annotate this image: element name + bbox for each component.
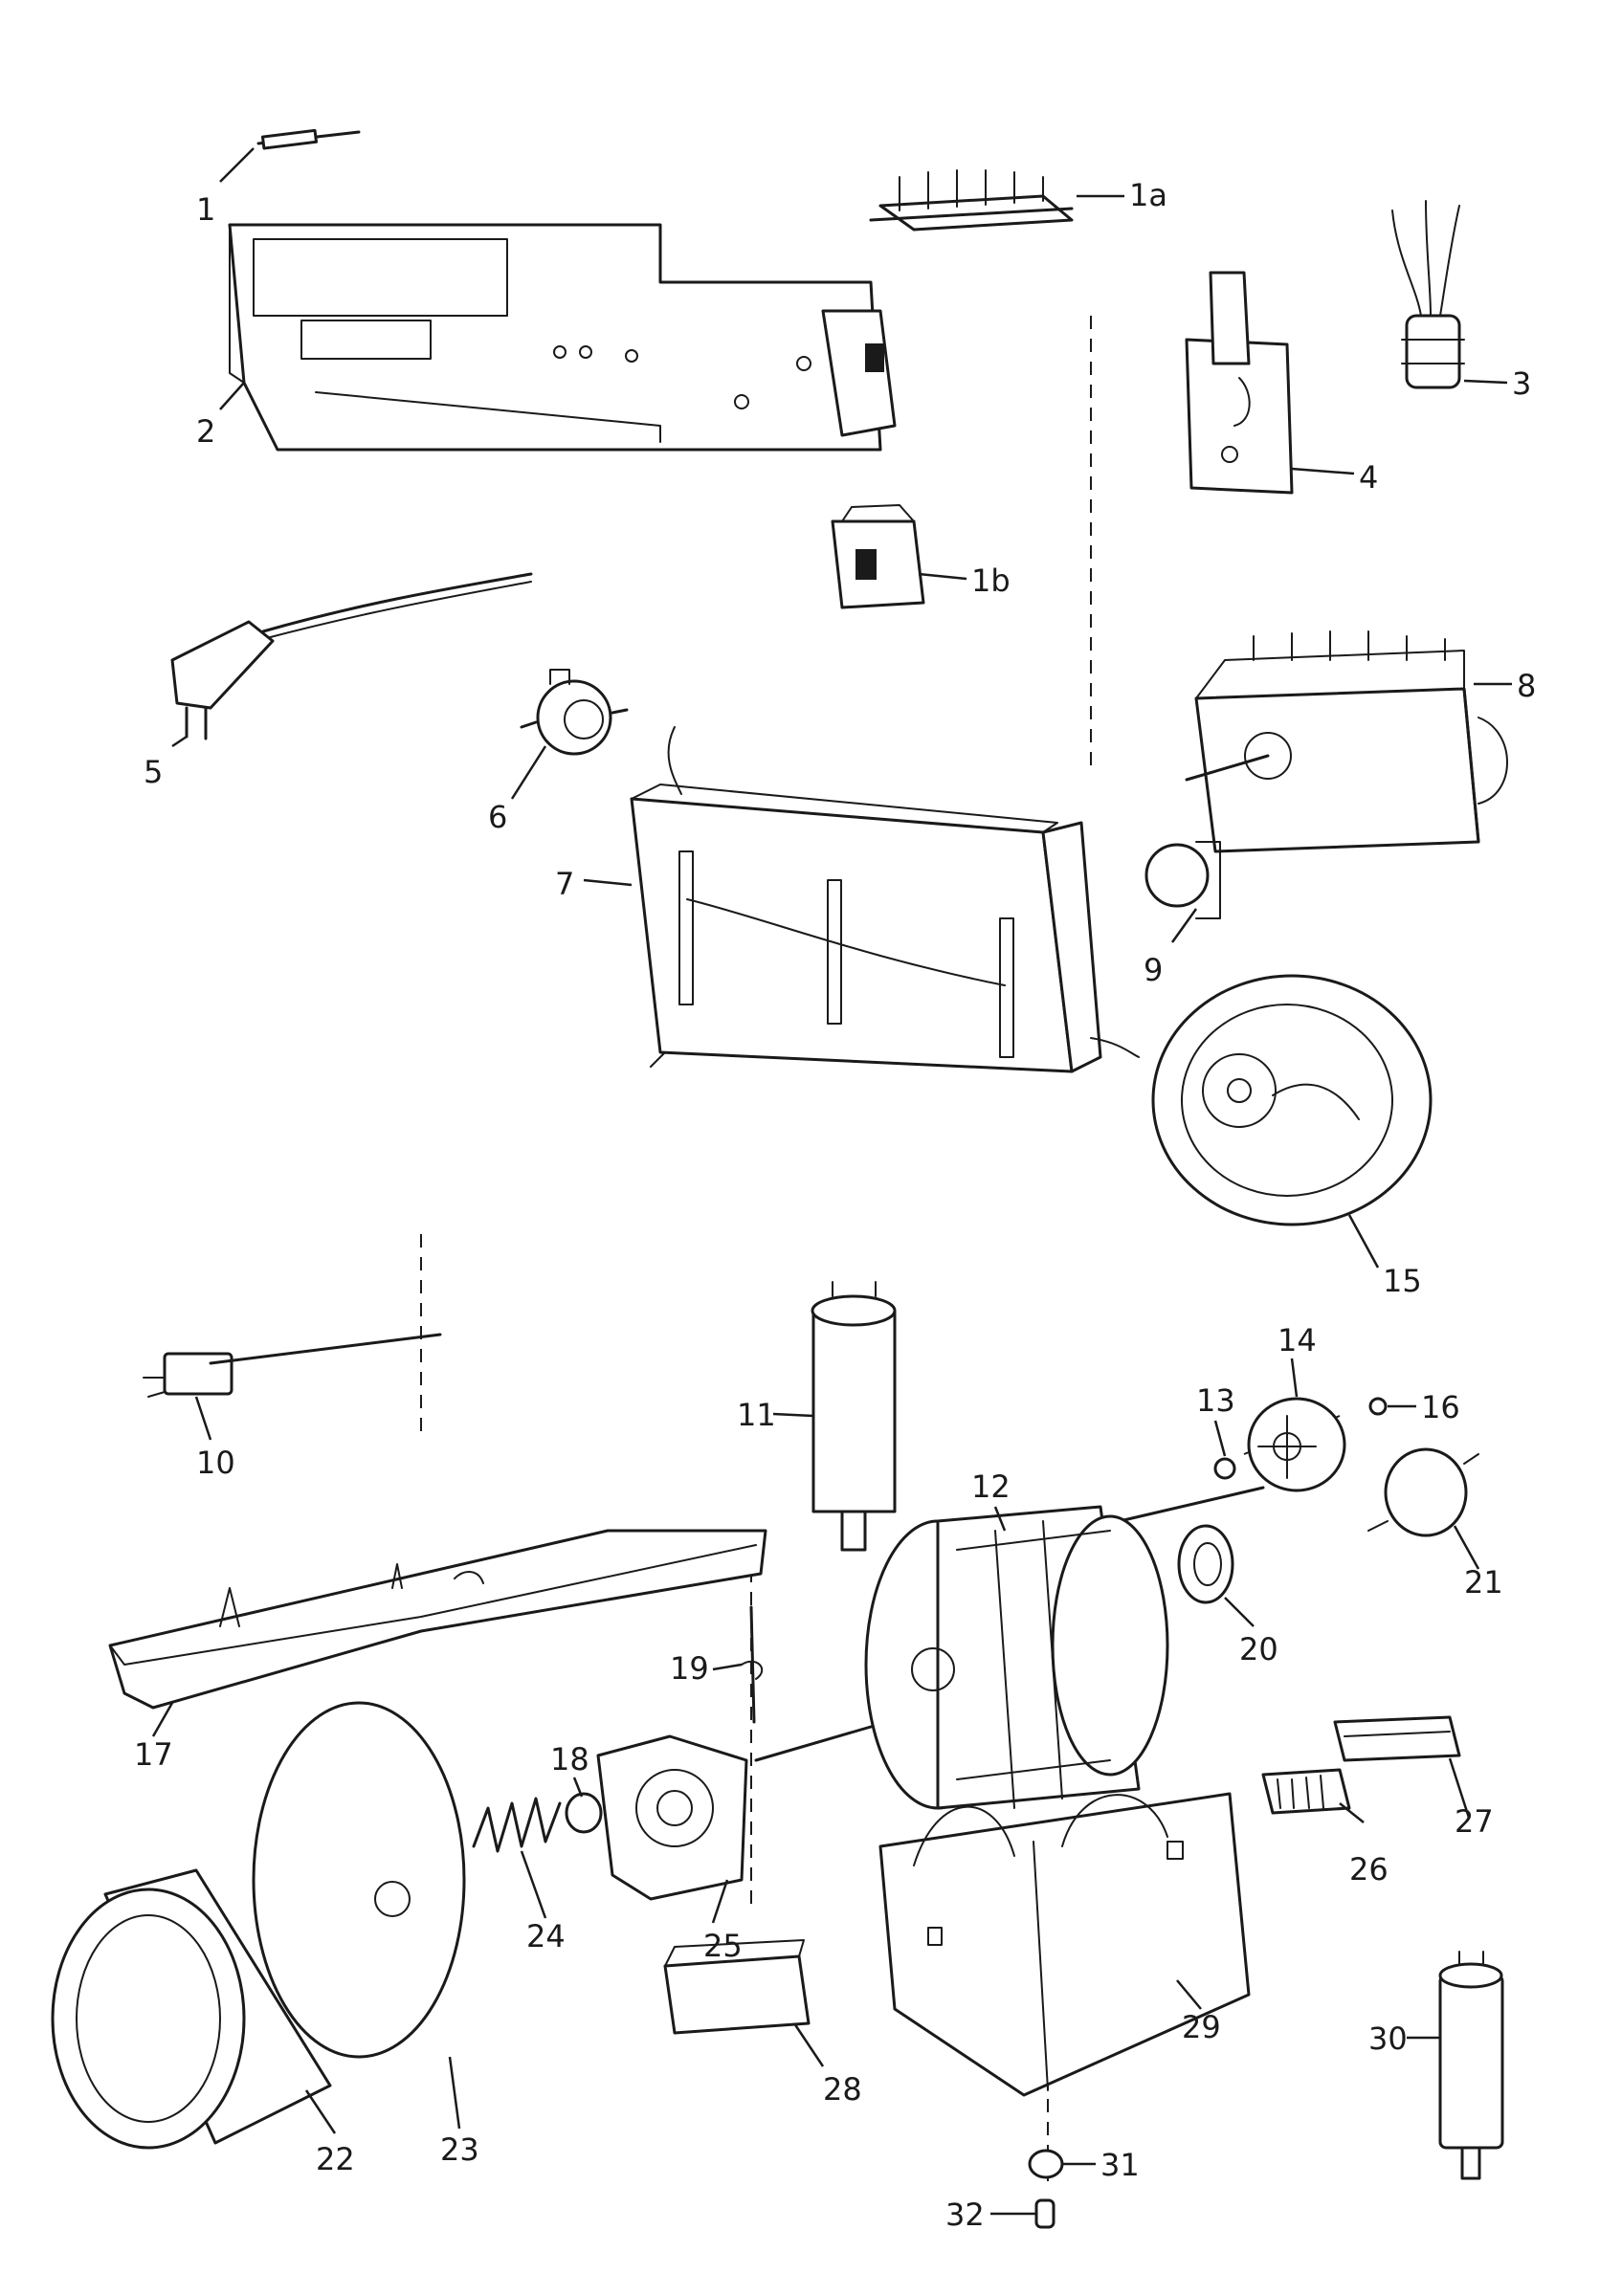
part-14-pulley xyxy=(1247,1397,1346,1492)
label-22: 22 xyxy=(316,2141,355,2177)
part-10-microswitch xyxy=(143,1333,442,1398)
label-4: 4 xyxy=(1359,459,1378,496)
label-31: 31 xyxy=(1100,2147,1140,2183)
part-24-spring xyxy=(472,1797,562,1853)
label-17: 17 xyxy=(134,1736,173,1773)
label-16: 16 xyxy=(1421,1389,1460,1425)
part-1a-terminal-block xyxy=(869,169,1074,232)
label-24: 24 xyxy=(526,1918,566,1954)
leader-lines xyxy=(151,147,1512,2216)
part-4-switch-plate xyxy=(1185,271,1294,495)
part-7-heater-housing xyxy=(630,726,1140,1073)
part-20-seal-ring xyxy=(1177,1524,1234,1604)
label-30: 30 xyxy=(1368,2020,1408,2057)
label-9: 9 xyxy=(1144,952,1163,988)
label-3: 3 xyxy=(1512,365,1531,402)
part-21-spring-band xyxy=(1367,1447,1479,1537)
label-13: 13 xyxy=(1196,1382,1235,1419)
part-25-fan-bracket xyxy=(596,1734,748,1901)
label-8: 8 xyxy=(1517,668,1536,704)
part-15-fan-wheel xyxy=(1151,974,1433,1226)
part-32-spacer xyxy=(1034,2198,1055,2229)
part-1-terminal-rod xyxy=(256,128,361,150)
part-31-grommet xyxy=(1028,2149,1064,2179)
label-5: 5 xyxy=(144,754,163,790)
part-18-bush xyxy=(565,1792,603,1834)
part-2-control-panel xyxy=(228,223,897,452)
label-6: 6 xyxy=(488,799,507,835)
part-11-capacitor xyxy=(811,1281,897,1552)
label-28: 28 xyxy=(823,2071,862,2108)
label-25: 25 xyxy=(703,1928,743,1964)
part-22-blower-wheel xyxy=(51,1868,332,2150)
label-1a: 1a xyxy=(1129,177,1167,213)
label-18: 18 xyxy=(550,1741,589,1777)
label-11: 11 xyxy=(737,1397,776,1433)
label-32: 32 xyxy=(945,2197,985,2233)
part-17-base-plate xyxy=(108,1529,767,1710)
label-19: 19 xyxy=(670,1650,709,1687)
label-1b: 1b xyxy=(971,563,1011,599)
part-28-foam-pad xyxy=(663,1939,811,2035)
label-2: 2 xyxy=(196,413,215,450)
part-6-thermostat xyxy=(520,669,629,756)
part-29-motor-cradle xyxy=(878,1792,1251,2097)
label-20: 20 xyxy=(1239,1631,1278,1667)
part-19-pin xyxy=(741,1605,764,1724)
label-29: 29 xyxy=(1182,2009,1221,2045)
label-10: 10 xyxy=(196,1445,235,1481)
part-23-fan-disc xyxy=(252,1701,466,2059)
part-26-connector xyxy=(1261,1768,1351,1815)
label-12: 12 xyxy=(971,1468,1011,1505)
part-3-cable-bush xyxy=(1391,200,1465,389)
label-14: 14 xyxy=(1278,1322,1317,1358)
part-13-nut xyxy=(1213,1457,1236,1480)
part-27-connector xyxy=(1333,1715,1461,1762)
part-1b-switch xyxy=(831,504,925,609)
label-26: 26 xyxy=(1349,1851,1389,1888)
callout-labels: 1 1a 3 2 4 1b 8 5 6 7 9 15 14 13 16 11 1… xyxy=(134,177,1536,2233)
label-23: 23 xyxy=(440,2131,479,2168)
label-1: 1 xyxy=(196,191,215,228)
label-15: 15 xyxy=(1383,1263,1422,1299)
part-12-motor xyxy=(754,1486,1265,1810)
label-21: 21 xyxy=(1464,1564,1503,1601)
part-9-bracket xyxy=(1144,841,1221,919)
part-8-timer xyxy=(1185,630,1508,853)
part-30-capacitor xyxy=(1438,1951,1504,2180)
label-27: 27 xyxy=(1455,1803,1494,1840)
part-5-mains-plug xyxy=(170,572,533,740)
label-7: 7 xyxy=(555,866,574,902)
part-16-clip xyxy=(1368,1397,1388,1416)
